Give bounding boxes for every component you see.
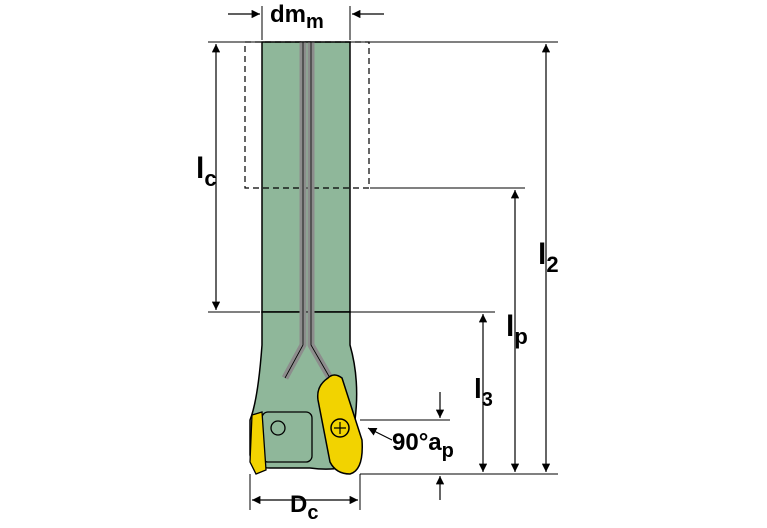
label-dc: Dc xyxy=(290,491,318,523)
screw-left xyxy=(270,420,286,436)
label-ap: 90°ap xyxy=(392,429,454,462)
label-lc: lc xyxy=(196,152,217,191)
label-dmm: dmm xyxy=(270,1,324,33)
label-lp: lp xyxy=(506,310,528,349)
dimension-lines xyxy=(211,9,551,505)
extension-lines xyxy=(208,6,558,510)
label-l2: l2 xyxy=(538,238,559,277)
label-l3: l3 xyxy=(474,373,493,411)
insert-left xyxy=(249,411,267,475)
